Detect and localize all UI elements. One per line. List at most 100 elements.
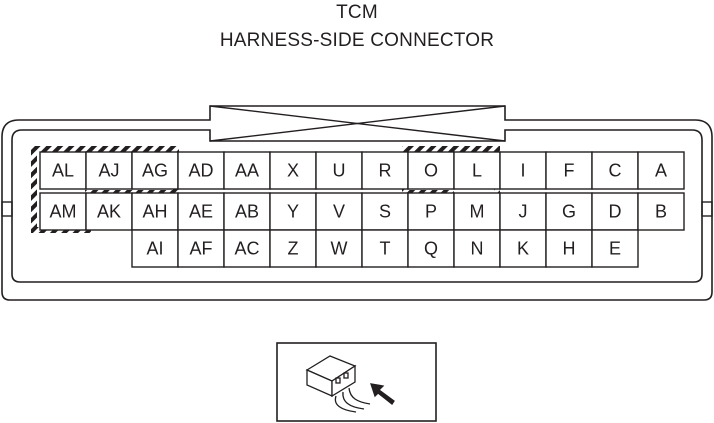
pin-ah: AH [131, 192, 179, 231]
pin-label: F [564, 161, 575, 181]
pin-label: M [470, 202, 485, 222]
pin-a: A [637, 151, 685, 190]
pin-x: X [269, 151, 317, 190]
pin-label: D [609, 202, 622, 222]
pin-t: T [361, 229, 409, 268]
pin-e: E [591, 229, 639, 268]
pin-label: U [333, 161, 346, 181]
pin-cell [591, 229, 639, 268]
pin-ad: AD [177, 151, 225, 190]
pin-cell [545, 151, 593, 190]
pin-label: B [655, 202, 667, 222]
pin-label: Q [424, 239, 438, 259]
pin-cell [269, 192, 317, 231]
pin-label: P [425, 202, 437, 222]
pin-s: S [361, 192, 409, 231]
pin-r: R [361, 151, 409, 190]
pin-cell [177, 192, 225, 231]
view-direction-box [276, 342, 437, 422]
pin-cell [269, 151, 317, 190]
pin-label: AE [189, 202, 213, 222]
pin-cell [637, 151, 685, 190]
pin-c: C [591, 151, 639, 190]
pin-label: AK [97, 202, 121, 222]
pin-cell [177, 151, 225, 190]
pin-label: V [333, 202, 345, 222]
diagram-title: TCM [336, 2, 378, 23]
pin-l: L [453, 151, 501, 190]
pin-label: Z [288, 239, 299, 259]
pin-cell [453, 192, 501, 231]
pin-cell [407, 229, 455, 268]
pin-n: N [453, 229, 501, 268]
pin-i: I [499, 151, 547, 190]
pin-label: AG [142, 161, 168, 181]
pin-cell [361, 151, 409, 190]
pin-g: G [545, 192, 593, 231]
pin-label: AF [189, 239, 212, 259]
pin-cell [453, 151, 501, 190]
pin-ai: AI [131, 229, 179, 268]
connector-side-notch-left [1, 201, 13, 217]
pin-af: AF [177, 229, 225, 268]
pin-label: R [379, 161, 392, 181]
pin-cell [315, 192, 363, 231]
pin-label: L [472, 161, 482, 181]
pin-label: AM [50, 202, 77, 222]
pin-q: Q [407, 229, 455, 268]
pin-b: B [637, 192, 685, 231]
pin-u: U [315, 151, 363, 190]
pin-v: V [315, 192, 363, 231]
pin-j: J [499, 192, 547, 231]
pin-cell [131, 192, 179, 231]
pin-cell [315, 229, 363, 268]
pin-m: M [453, 192, 501, 231]
pin-label: N [471, 239, 484, 259]
pin-cell [499, 229, 547, 268]
pin-k: K [499, 229, 547, 268]
pin-label: H [563, 239, 576, 259]
pin-cell [131, 229, 179, 268]
pin-label: J [519, 202, 528, 222]
pin-f: F [545, 151, 593, 190]
pin-label: AC [234, 239, 259, 259]
pin-ag: AG [131, 151, 179, 190]
pin-cell [85, 151, 133, 190]
pin-label: AI [146, 239, 163, 259]
pin-label: AD [188, 161, 213, 181]
pin-cell [637, 192, 685, 231]
pin-ae: AE [177, 192, 225, 231]
pin-label: S [379, 202, 391, 222]
pin-h: H [545, 229, 593, 268]
pin-p: P [407, 192, 455, 231]
pin-label: O [424, 161, 438, 181]
pin-label: G [562, 202, 576, 222]
pin-cell [591, 192, 639, 231]
pin-aj: AJ [85, 151, 133, 190]
pin-label: AB [235, 202, 259, 222]
pin-label: AL [52, 161, 74, 181]
connector-lock-tab [209, 105, 506, 142]
pin-label: AH [142, 202, 167, 222]
pin-aa: AA [223, 151, 271, 190]
pin-label: K [517, 239, 529, 259]
pin-label: AJ [98, 161, 119, 181]
pin-label: Y [287, 202, 299, 222]
pin-label: C [609, 161, 622, 181]
pin-label: AA [235, 161, 259, 181]
pin-d: D [591, 192, 639, 231]
pin-label: E [609, 239, 621, 259]
pin-label: X [287, 161, 299, 181]
pin-z: Z [269, 229, 317, 268]
pin-ab: AB [223, 192, 271, 231]
connector-side-notch-right [701, 201, 713, 217]
pin-cell [361, 229, 409, 268]
pin-y: Y [269, 192, 317, 231]
pin-label: T [380, 239, 391, 259]
pin-label: W [331, 239, 348, 259]
pin-al: AL [39, 151, 87, 190]
pin-ac: AC [223, 229, 271, 268]
pin-cell [39, 192, 87, 231]
connector-view-arrow-icon [305, 355, 395, 413]
